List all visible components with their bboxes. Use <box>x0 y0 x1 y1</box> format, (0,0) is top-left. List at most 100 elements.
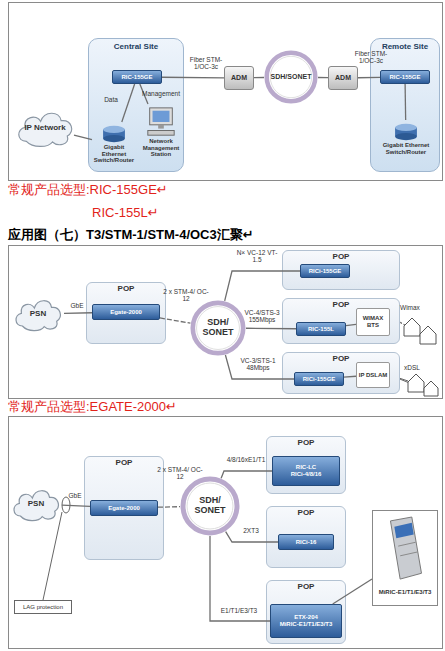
adm-box: ADM <box>328 66 358 90</box>
link-label: Management <box>136 90 186 97</box>
link-line <box>246 328 296 330</box>
device-box: Egate-2000 <box>90 500 158 516</box>
node-text: POP <box>283 253 399 262</box>
node-text: RIC-155L <box>308 326 334 333</box>
link-line <box>358 77 380 79</box>
link-line <box>74 135 92 139</box>
pop-box: POP Egate-2000 <box>84 456 164 560</box>
node-text: RICi-155GE <box>309 268 342 275</box>
link-label: Fiber STM-1/OC-3c <box>184 56 228 71</box>
node-text: Egate-2000 <box>110 309 142 316</box>
link-note: Wimax <box>400 304 420 312</box>
house-icon <box>420 326 436 344</box>
device-box: RICi-155GE <box>300 264 350 278</box>
link-label: GbE <box>62 492 88 499</box>
link-label: VC-4/STS-3 155Mbps <box>240 309 284 324</box>
device-box: RIC-155GE <box>112 70 162 84</box>
link-line <box>225 271 300 301</box>
link-note: xDSL <box>404 364 420 372</box>
house-icon <box>424 381 438 396</box>
node-text: RIC-LC <box>296 464 316 471</box>
link-line <box>160 318 190 323</box>
link-line <box>64 312 92 314</box>
link-label: 4/8/16xE1/T1 <box>222 456 270 463</box>
node-text: ETX-204 <box>294 614 318 621</box>
adm-box: ADM <box>224 66 254 90</box>
node-text: MiRIC-E1/T1/E3/T3 <box>373 589 437 596</box>
router-icon: Gigabit Ethernet Switch/Router <box>382 120 430 166</box>
link-label: 2 x STM-4/ OC-12 <box>162 288 210 303</box>
link-line <box>225 355 294 379</box>
node-text: POP <box>87 285 165 294</box>
link-line <box>122 84 135 122</box>
node-text: SDH/SONET <box>271 73 312 81</box>
device-box: RIC-155L <box>296 322 346 336</box>
pop-box: POP RICi-155GE <box>282 250 400 290</box>
link-line <box>162 77 224 79</box>
node-text: MiRIC-E1/T1/E3/T3 <box>280 621 333 628</box>
ring-circle: SDH/ SONET <box>190 300 246 356</box>
node-text: Egate-2000 <box>108 505 140 512</box>
device-box: ETX-204MiRIC-E1/T1/E3/T3 <box>270 604 342 638</box>
node-text: ADM <box>335 74 351 82</box>
link-line <box>404 84 406 120</box>
workstation-icon: Network Management Station <box>140 104 182 168</box>
site-box: Central SiteRIC-155GEGigabit Ethernet Sw… <box>88 38 184 172</box>
link-line <box>62 505 90 506</box>
pop-box: POPRIC-LCRICi-4/8/16 <box>266 436 346 494</box>
node-text: RIC-155GE <box>121 74 152 81</box>
ring-circle: SDH/SONET <box>264 50 318 104</box>
node-text: PSN <box>30 310 46 319</box>
access-box: WIMAX BTS <box>356 308 390 336</box>
node-text: WIMAX BTS <box>357 315 389 328</box>
router-symbol <box>382 122 430 142</box>
router-icon: Gigabit Ethernet Switch/Router <box>92 122 136 168</box>
caption-line: RIC-155L↵ <box>92 205 159 221</box>
link-line <box>318 77 328 78</box>
device-box: RIC-LCRICi-4/8/16 <box>272 456 340 486</box>
network-cloud: PSN <box>12 296 64 332</box>
link-label: Data <box>98 96 124 103</box>
node-text: Network Management Station <box>140 138 182 158</box>
node-text: Gigabit Ethernet Switch/Router <box>92 144 136 164</box>
link-label: VC-3/STS-1 48Mbps <box>236 357 280 372</box>
pop-box: POPWIMAX BTSRIC-155L <box>282 298 400 344</box>
caption-line: 应用图（七）T3/STM-1/STM-4/OC3汇聚↵ <box>8 227 254 243</box>
computer-symbol <box>140 106 182 138</box>
link-label: Fiber STM-1/OC-3c <box>350 50 392 65</box>
device-box: Egate-2000 <box>92 304 160 320</box>
house-icon <box>404 318 420 336</box>
node-text: Gigabit Ethernet Switch/Router <box>382 142 430 155</box>
node-text: POP <box>85 459 163 468</box>
node-text: RICi-4/8/16 <box>291 471 322 478</box>
module-symbol <box>373 513 437 587</box>
router-symbol <box>92 124 136 144</box>
node-text: RICi-155GE <box>303 376 336 383</box>
link-line <box>210 536 270 621</box>
link-line <box>158 506 180 508</box>
pop-box: POPRICi-16 <box>266 506 346 568</box>
node-text: RIC-155GE <box>389 74 420 81</box>
device-box: RICi-16 <box>278 534 334 550</box>
link-label: GbE <box>64 302 90 309</box>
lag-mark <box>62 497 70 513</box>
panel-frame <box>9 3 443 181</box>
device-box: RICi-155GE <box>294 372 344 386</box>
module-box: MiRIC-E1/T1/E3/T3 <box>372 510 438 606</box>
link-line <box>344 376 356 378</box>
house-icon <box>408 374 424 392</box>
pop-box: POP Egate-2000 <box>86 282 166 344</box>
link-line <box>254 77 264 78</box>
node-text: PSN <box>28 500 44 509</box>
link-line <box>333 579 372 604</box>
link-line <box>221 471 272 478</box>
device-box: RIC-155GE <box>380 70 430 84</box>
link-line <box>346 324 356 325</box>
node-text: LAG protection <box>23 604 63 611</box>
node-text: RICi-16 <box>296 539 317 546</box>
caption-line: 常规产品选型:EGATE-2000↵ <box>8 399 177 415</box>
